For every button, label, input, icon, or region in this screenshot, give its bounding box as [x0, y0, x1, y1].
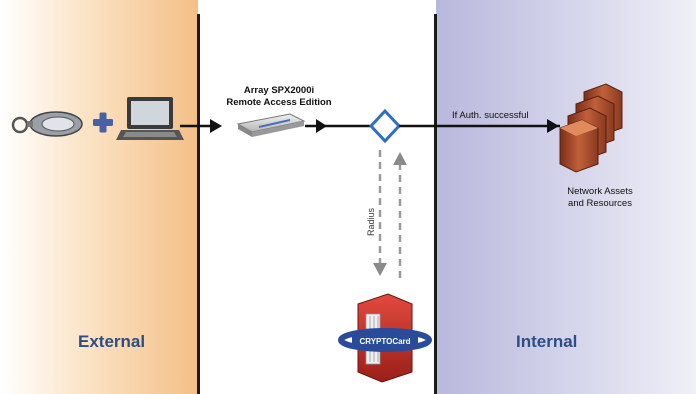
assets-line2: and Resources	[568, 198, 632, 209]
cryptocard-text: CRYPTOCard	[359, 337, 410, 346]
auth-success-arrow	[399, 119, 560, 133]
cryptocard-server-icon: CRYPTOCard	[338, 293, 432, 383]
radius-label: Radius	[366, 207, 376, 236]
radius-link	[373, 150, 407, 282]
device-to-diamond-arrow	[305, 119, 372, 133]
laptop-icon	[116, 97, 184, 140]
device-edition: Remote Access Edition	[226, 97, 332, 108]
device-label: Array SPX2000i Remote Access Edition	[214, 85, 344, 109]
internal-boundary-line	[434, 14, 437, 394]
internal-zone	[436, 0, 696, 394]
key-fob-icon	[11, 111, 83, 137]
plus-icon	[93, 112, 113, 133]
laptop-to-device-arrow	[180, 119, 222, 133]
assets-line1: Network Assets	[567, 186, 633, 197]
servers-icon	[559, 83, 623, 173]
auth-success-label: If Auth. successful	[452, 110, 529, 121]
internal-zone-label: Internal	[516, 332, 578, 351]
network-assets-label: Network Assets and Resources	[548, 186, 652, 210]
appliance-icon	[236, 113, 306, 137]
device-name: Array SPX2000i	[243, 85, 315, 96]
external-boundary-line	[197, 14, 200, 394]
decision-diamond-icon	[368, 108, 402, 144]
external-zone-label: External	[78, 332, 146, 351]
external-zone	[0, 0, 198, 394]
